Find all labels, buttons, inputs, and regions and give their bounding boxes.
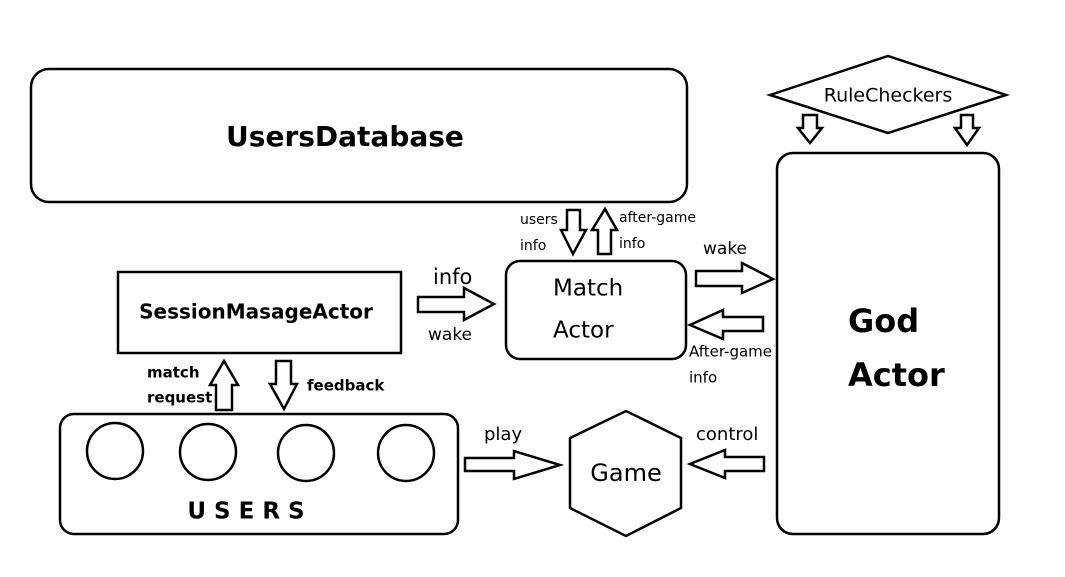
god-to-match-after-game-arrow <box>686 308 765 341</box>
rule-checkers-label: RuleCheckers <box>824 85 953 107</box>
god-actor-label-line2: Actor <box>848 356 945 394</box>
match-actor-node: Match Actor <box>504 259 688 361</box>
after-game-return-label-line1: After-game <box>689 343 772 361</box>
info-label: info <box>433 265 472 289</box>
rule-checkers-node: RuleCheckers <box>765 54 1011 135</box>
god-to-game-control-arrow <box>686 448 766 480</box>
match-request-label-line1: match <box>147 364 200 382</box>
session-actor-node: SessionMasageActor <box>116 270 403 355</box>
wake-god-label: wake <box>703 239 747 259</box>
match-actor-label-line1: Match <box>553 276 623 302</box>
match-request-up-arrow <box>207 358 241 412</box>
rule-right-down-arrow <box>952 113 982 148</box>
users-info-label-line1: users <box>520 212 558 228</box>
session-actor-label: SessionMasageActor <box>139 300 373 324</box>
users-info-down-arrow <box>558 208 589 257</box>
users-info-label-line2: info <box>520 238 546 254</box>
game-node: Game <box>568 409 683 538</box>
god-actor-label-line1: God <box>848 302 919 340</box>
after-game-info-up-arrow <box>589 206 620 256</box>
wake-session-label: wake <box>428 325 472 345</box>
match-actor-label-line2: Actor <box>553 318 614 344</box>
users-label: USERS <box>187 499 312 525</box>
game-label: Game <box>590 459 661 487</box>
users-database-node: UsersDatabase <box>29 67 689 204</box>
users-node: USERS <box>58 412 460 536</box>
feedback-label: feedback <box>307 377 385 395</box>
control-label: control <box>696 424 758 445</box>
after-game-info-label-line1: after-game <box>619 210 696 226</box>
match-to-god-wake-arrow <box>694 260 776 295</box>
user-circle-4 <box>376 423 436 483</box>
god-actor-node: God Actor <box>775 151 1001 536</box>
rule-left-down-arrow <box>795 113 825 146</box>
user-circle-1 <box>85 421 145 481</box>
user-circle-2 <box>178 422 238 482</box>
after-game-return-label-line2: info <box>689 369 717 387</box>
play-label: play <box>484 424 522 445</box>
users-to-game-play-arrow <box>463 449 565 481</box>
match-request-label-line2: request <box>147 389 212 407</box>
users-database-label: UsersDatabase <box>226 120 464 153</box>
user-circle-3 <box>276 423 336 483</box>
after-game-info-label-line2: info <box>619 236 645 252</box>
session-to-match-arrow <box>416 285 497 323</box>
feedback-down-arrow <box>267 359 300 412</box>
